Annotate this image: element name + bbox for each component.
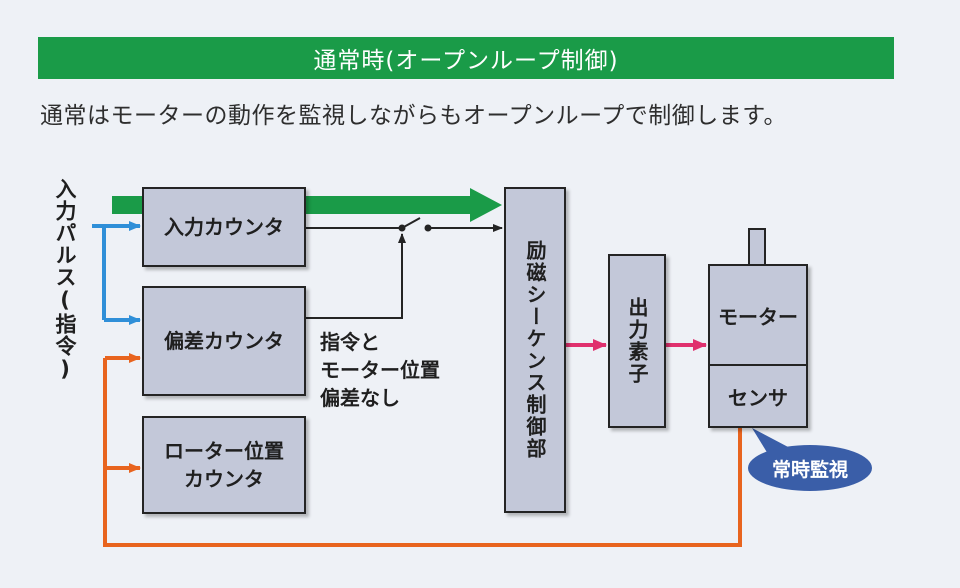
rotor-counter-line2: カウンタ [184,467,264,491]
deviation-counter-box: 偏差カウンタ [142,286,306,396]
note-line-1: 指令と [320,330,380,354]
output-element-box: 出力素子 [608,254,666,428]
motor-box: モーター センサ [708,264,808,428]
motor-section: モーター [710,266,806,366]
monitoring-label: 常時監視 [771,458,848,481]
rotor-counter-line1: ローター位置 [164,439,284,463]
blue-input-arrows [92,221,141,325]
output-element-label: 出力素子 [625,297,649,385]
input-pulse-label: 入力パルス(指令) [53,178,77,382]
switch-contact-right [424,224,432,232]
excitation-label: 励磁シーケンス制御部 [523,240,547,460]
note-line-3: 偏差なし [320,386,400,410]
sensor-section: センサ [710,366,806,426]
input-counter-label: 入力カウンタ [164,215,284,239]
sensor-label: センサ [728,385,788,410]
excitation-sequence-box: 励磁シーケンス制御部 [504,187,566,513]
page-title: 通常時(オープンループ制御) [313,48,619,74]
switch-contact-left [398,224,406,232]
motor-label: モーター [718,304,798,329]
no-deviation-note: 指令と モーター位置 偏差なし [320,328,440,412]
switch-line [306,217,503,319]
orange-feedback-loop [103,353,742,547]
title-banner: 通常時(オープンループ制御) [38,37,894,79]
deviation-counter-label: 偏差カウンタ [164,329,284,353]
note-line-2: モーター位置 [320,358,440,382]
motor-shaft [748,228,766,266]
input-counter-box: 入力カウンタ [142,187,306,267]
page-subtitle: 通常はモーターの動作を監視しながらもオープンループで制御します。 [40,103,787,129]
rotor-position-counter-box: ローター位置 カウンタ [142,416,306,514]
monitoring-bubble: 常時監視 [748,445,872,491]
